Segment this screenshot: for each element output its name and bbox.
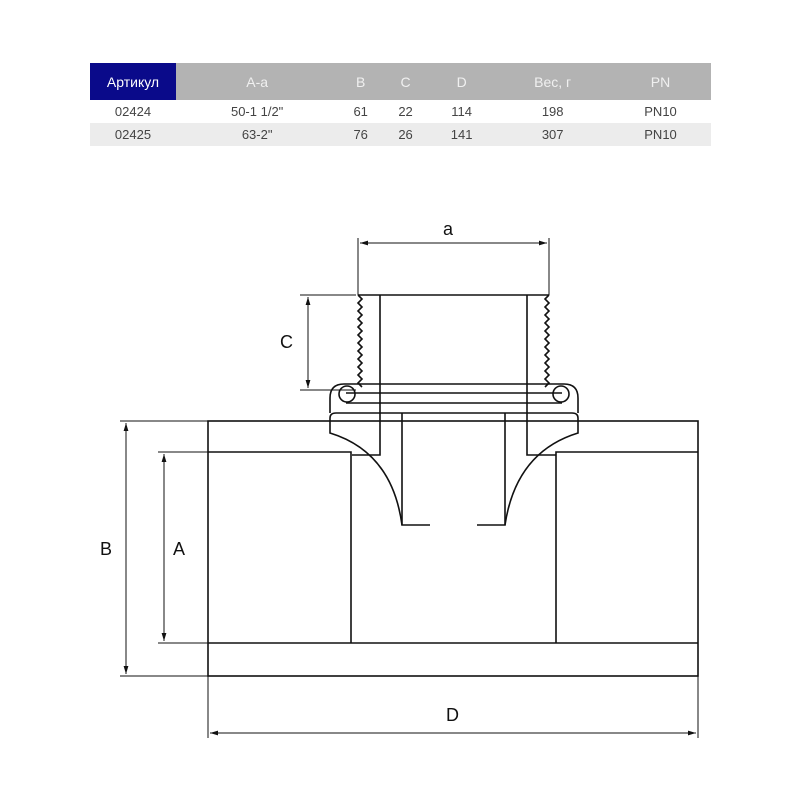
collar bbox=[329, 383, 579, 413]
cell: 02424 bbox=[90, 100, 176, 123]
label-c: C bbox=[280, 332, 293, 352]
table-header-row: Артикул A-a B C D Вес, г PN bbox=[90, 63, 711, 100]
left-thread bbox=[356, 294, 364, 388]
o-ring-right bbox=[552, 385, 570, 403]
dimension-lines bbox=[120, 238, 699, 738]
left-socket bbox=[208, 451, 698, 644]
flange bbox=[329, 412, 579, 526]
cell: 76 bbox=[338, 123, 384, 146]
o-ring-left bbox=[338, 385, 356, 403]
header-d: D bbox=[427, 63, 496, 100]
header-pn: PN bbox=[610, 63, 711, 100]
table-row: 02425 63-2" 76 26 141 307 PN10 bbox=[90, 123, 711, 146]
cell: 198 bbox=[495, 100, 611, 123]
cell: 114 bbox=[427, 100, 496, 123]
label-a: a bbox=[443, 219, 454, 239]
right-socket bbox=[555, 451, 698, 643]
cell: 02425 bbox=[90, 123, 176, 146]
cell: 26 bbox=[383, 123, 428, 146]
header-article: Артикул bbox=[90, 63, 176, 100]
header-c: C bbox=[383, 63, 428, 100]
tee-body bbox=[207, 420, 699, 677]
cell: 22 bbox=[383, 100, 428, 123]
table-row: 02424 50-1 1/2" 61 22 114 198 PN10 bbox=[90, 100, 711, 123]
spec-table: Артикул A-a B C D Вес, г PN 02424 50-1 1… bbox=[90, 63, 711, 146]
label-d: D bbox=[446, 705, 459, 725]
cell: 63-2" bbox=[176, 123, 339, 146]
cell: 50-1 1/2" bbox=[176, 100, 339, 123]
collar-lines bbox=[346, 392, 562, 404]
cell: 141 bbox=[427, 123, 496, 146]
right-thread bbox=[543, 294, 551, 388]
header-weight: Вес, г bbox=[495, 63, 611, 100]
cell: PN10 bbox=[610, 123, 711, 146]
inner-bore bbox=[401, 413, 506, 526]
label-a-upper: A bbox=[173, 539, 185, 559]
cell: 307 bbox=[495, 123, 611, 146]
branch-pipe bbox=[352, 294, 556, 456]
header-b: B bbox=[338, 63, 384, 100]
header-a-a: A-a bbox=[176, 63, 339, 100]
cell: 61 bbox=[338, 100, 384, 123]
cell: PN10 bbox=[610, 100, 711, 123]
label-b: B bbox=[100, 539, 112, 559]
